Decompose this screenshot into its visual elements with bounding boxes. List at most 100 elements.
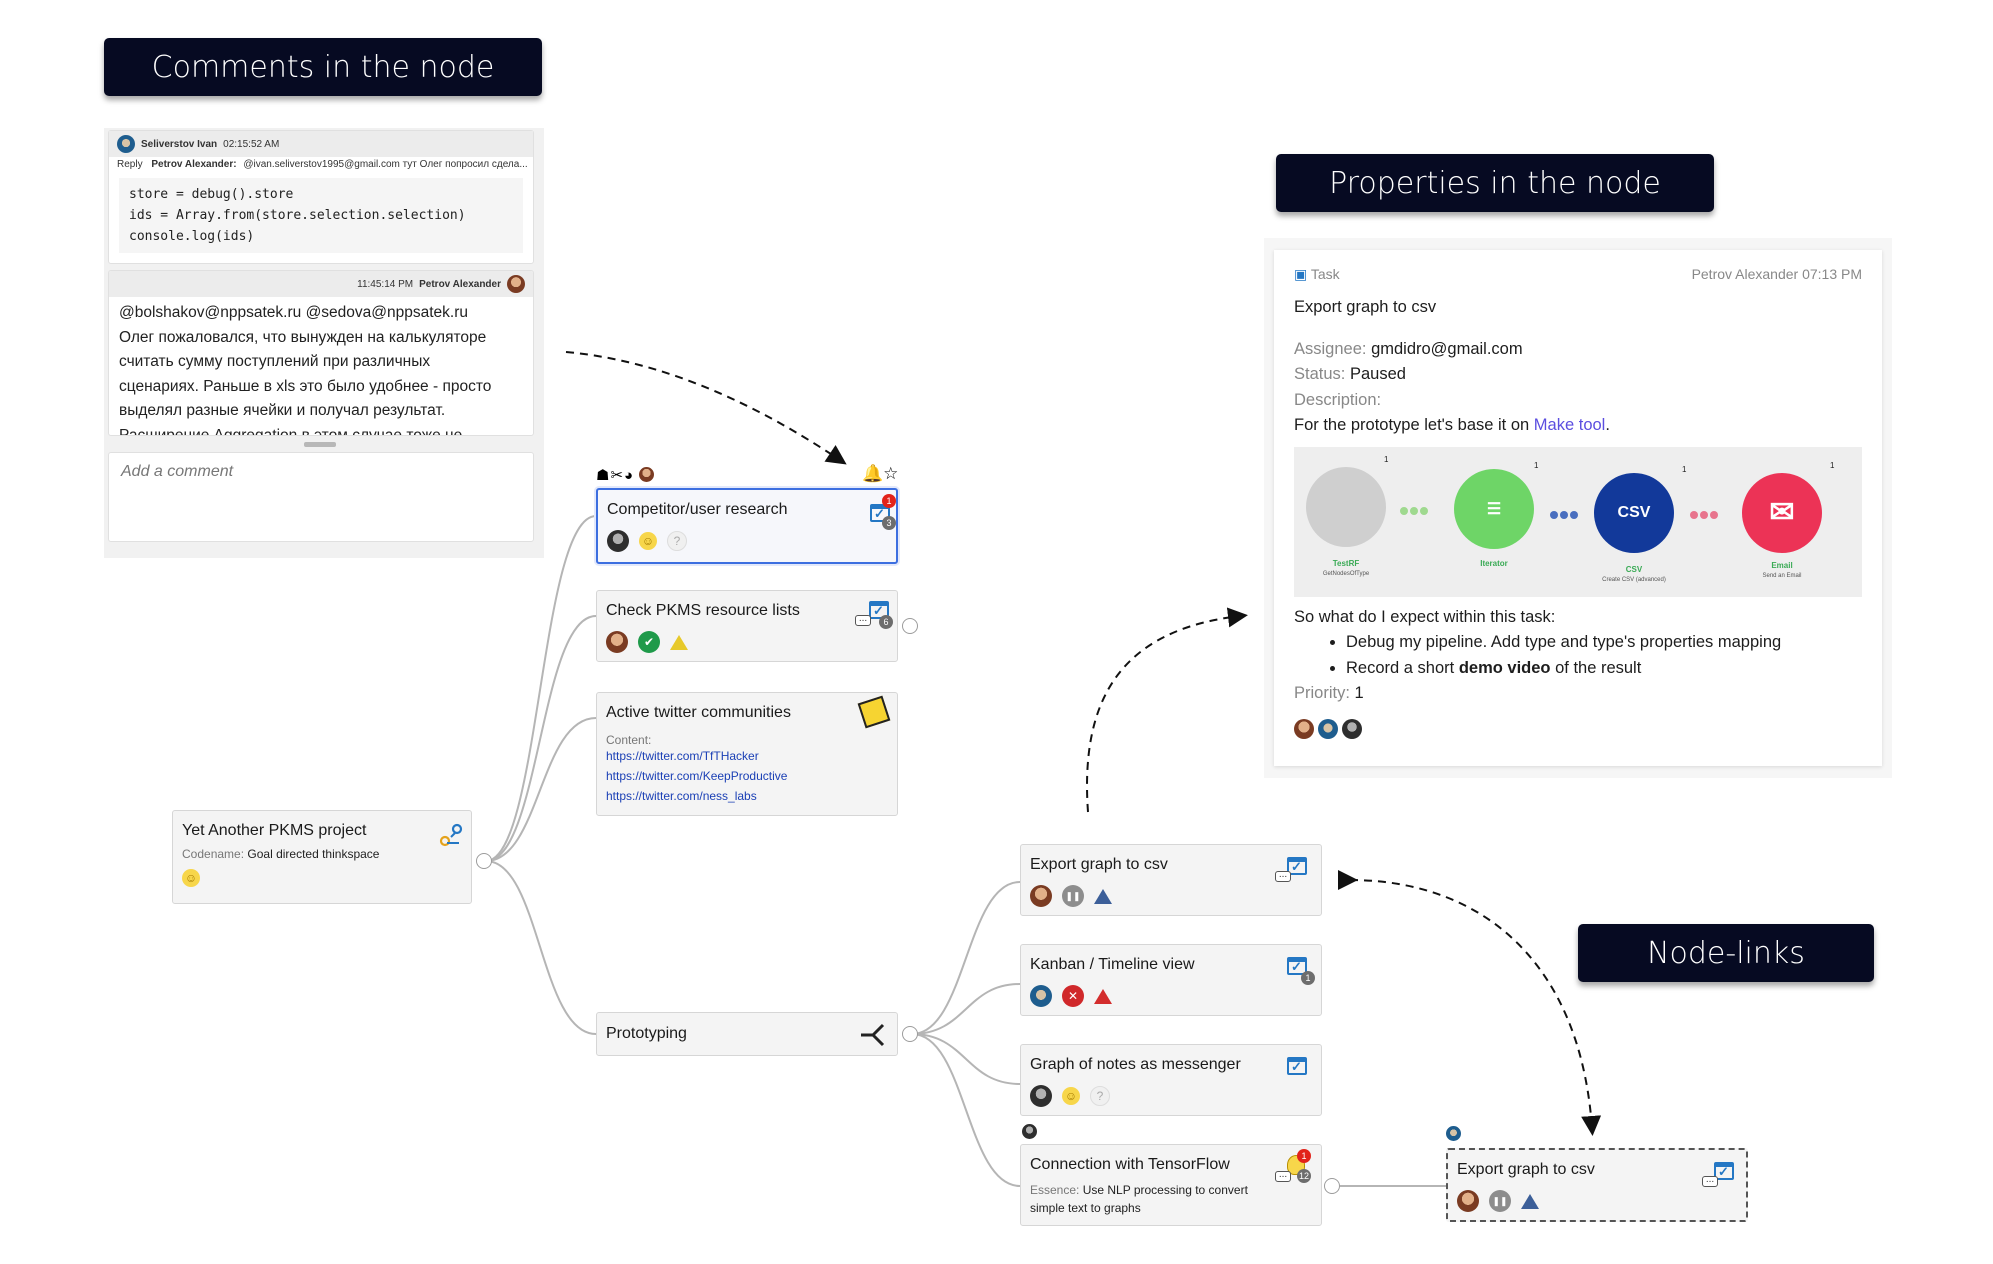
banner-comments: Comments in the node bbox=[104, 38, 542, 96]
comments-icon[interactable]: ... bbox=[1275, 870, 1291, 882]
comment-time: 11:45:14 PM bbox=[357, 278, 414, 290]
task-calendar-icon[interactable] bbox=[870, 504, 890, 522]
comment-item: Seliverstov Ivan 02:15:52 AM Reply Petro… bbox=[108, 130, 534, 264]
code-line: store = debug().store bbox=[129, 187, 294, 202]
meta-label: Codename: bbox=[182, 847, 245, 861]
link-item[interactable]: https://twitter.com/TfTHacker bbox=[606, 749, 759, 763]
node-check-resources[interactable]: Check PKMS resource lists ✔ ... 6 bbox=[596, 590, 898, 662]
banner-node-links: Node-links bbox=[1578, 924, 1874, 982]
comment-author: Petrov Alexander bbox=[419, 278, 501, 290]
node-title: Connection with TensorFlow bbox=[1030, 1156, 1230, 1173]
task-calendar-icon[interactable] bbox=[1714, 1162, 1734, 1180]
pipeline-connectors bbox=[1400, 506, 1718, 519]
avatar[interactable] bbox=[1457, 1190, 1479, 1212]
node-connector[interactable] bbox=[1324, 1178, 1340, 1194]
description-prefix: For the prototype let's base it on bbox=[1294, 416, 1530, 434]
count-badge: 12 bbox=[1297, 1169, 1311, 1183]
task-calendar-icon[interactable] bbox=[1287, 957, 1307, 975]
smile-icon[interactable]: ☺ bbox=[182, 869, 200, 887]
priority-icon[interactable] bbox=[1521, 1193, 1539, 1209]
question-icon[interactable]: ? bbox=[1090, 1086, 1110, 1106]
link-item[interactable]: https://twitter.com/KeepProductive bbox=[606, 769, 788, 783]
list-item: Debug my pipeline. Add type and type's p… bbox=[1346, 630, 1862, 656]
node-kanban[interactable]: Kanban / Timeline view ✕ 1 bbox=[1020, 944, 1322, 1016]
make-tool-link[interactable]: Make tool bbox=[1533, 416, 1606, 434]
branch-icon bbox=[861, 1023, 885, 1047]
pipeline-count: 1 bbox=[1830, 460, 1835, 470]
comment-line: считать сумму поступлений при различных bbox=[119, 353, 431, 370]
comment-text: @bolshakov@nppsatek.ru @sedova@nppsatek.… bbox=[109, 297, 533, 435]
node-actions: 🔔☆ bbox=[862, 464, 898, 484]
node-messenger[interactable]: Graph of notes as messenger ☺ ? bbox=[1020, 1044, 1322, 1116]
comments-icon[interactable]: ... bbox=[855, 614, 871, 626]
link-item[interactable]: https://twitter.com/ness_labs bbox=[606, 789, 757, 803]
status-value[interactable]: Paused bbox=[1349, 365, 1406, 383]
node-prototyping[interactable]: Prototyping bbox=[596, 1012, 898, 1056]
comments-icon[interactable]: ... bbox=[1275, 1170, 1291, 1182]
description-label: Description: bbox=[1294, 390, 1382, 409]
reply-text: @ivan.seliverstov1995@gmail.com тут Олег… bbox=[243, 159, 528, 170]
avatar[interactable] bbox=[607, 530, 629, 552]
node-title: Competitor/user research bbox=[607, 501, 788, 518]
avatar[interactable] bbox=[1294, 718, 1314, 739]
reply-label[interactable]: Reply bbox=[117, 159, 143, 170]
avatar bbox=[117, 135, 135, 153]
cancel-icon[interactable]: ✕ bbox=[1062, 985, 1084, 1007]
description-text: For the prototype let's base it on Make … bbox=[1294, 413, 1862, 439]
comments-icon[interactable]: ... bbox=[1702, 1175, 1718, 1187]
node-twitter[interactable]: Active twitter communities Content: http… bbox=[596, 692, 898, 816]
node-title: Export graph to csv bbox=[1030, 856, 1168, 873]
priority-icon[interactable] bbox=[1094, 988, 1112, 1004]
bell-icon[interactable]: 🔔 bbox=[862, 464, 884, 483]
node-connector[interactable] bbox=[902, 618, 918, 634]
node-root[interactable]: Yet Another PKMS project Codename: Goal … bbox=[172, 810, 472, 904]
assignee-row: Assignee: gmdidro@gmail.com bbox=[1294, 337, 1862, 363]
node-export-csv[interactable]: Export graph to csv ❚❚ ... bbox=[1020, 844, 1322, 916]
task-calendar-icon[interactable] bbox=[1287, 857, 1307, 875]
smile-icon[interactable]: ☺ bbox=[639, 532, 657, 550]
add-comment-input[interactable]: Add a comment bbox=[108, 452, 534, 542]
check-icon[interactable]: ✔ bbox=[638, 631, 660, 653]
priority-label: Priority: bbox=[1294, 684, 1350, 702]
avatar[interactable] bbox=[1030, 885, 1052, 907]
bullet-bold: demo video bbox=[1458, 658, 1551, 677]
resize-handle[interactable] bbox=[304, 442, 336, 447]
pause-icon[interactable]: ❚❚ bbox=[1062, 885, 1084, 907]
expect-text: So what do I expect within this task: bbox=[1294, 607, 1556, 626]
pipeline-label: Iterator bbox=[1480, 558, 1508, 568]
smile-icon[interactable]: ☺ bbox=[1062, 1087, 1080, 1105]
star-icon[interactable]: ☆ bbox=[883, 464, 899, 483]
pipeline-count: 1 bbox=[1682, 464, 1687, 474]
node-tags: ☗✂◕ bbox=[596, 466, 655, 484]
status-label: Status: bbox=[1294, 365, 1346, 383]
csv-icon: CSV bbox=[1594, 472, 1674, 553]
priority-value[interactable]: 1 bbox=[1354, 684, 1364, 702]
avatar[interactable] bbox=[1342, 718, 1362, 739]
node-tensorflow[interactable]: Connection with TensorFlow Essence: Use … bbox=[1020, 1144, 1322, 1226]
avatar[interactable] bbox=[1030, 985, 1052, 1007]
task-calendar-icon[interactable] bbox=[1287, 1057, 1307, 1075]
meta-value: Goal directed thinkspace bbox=[247, 847, 380, 861]
priority-icon[interactable] bbox=[670, 634, 688, 650]
priority-row: Priority: 1 bbox=[1294, 681, 1862, 707]
pause-icon[interactable]: ❚❚ bbox=[1489, 1190, 1511, 1212]
node-connector[interactable] bbox=[476, 853, 492, 869]
task-type-label: Task bbox=[1310, 266, 1340, 282]
priority-icon[interactable] bbox=[1094, 888, 1112, 904]
avatar[interactable] bbox=[1030, 1085, 1052, 1107]
assignee-value[interactable]: gmdidro@gmail.com bbox=[1371, 339, 1523, 358]
node-link-export-csv[interactable]: Export graph to csv ❚❚ ... bbox=[1446, 1148, 1748, 1222]
avatar[interactable] bbox=[1318, 718, 1338, 739]
node-connector[interactable] bbox=[902, 1026, 918, 1042]
pipeline-module-icon bbox=[1306, 466, 1386, 547]
palette-icon: ◕ bbox=[624, 467, 635, 484]
avatar bbox=[507, 275, 525, 293]
node-competitor[interactable]: Competitor/user research ☺ ? 1 3 bbox=[596, 488, 898, 564]
tools-icon: ✂ bbox=[610, 467, 625, 484]
notification-badge: 1 bbox=[1297, 1149, 1311, 1163]
banner-properties: Properties in the node bbox=[1276, 154, 1714, 212]
avatar[interactable] bbox=[606, 631, 628, 653]
question-icon[interactable]: ? bbox=[667, 531, 687, 551]
pipeline-sublabel: Create CSV (advanced) bbox=[1602, 576, 1666, 583]
